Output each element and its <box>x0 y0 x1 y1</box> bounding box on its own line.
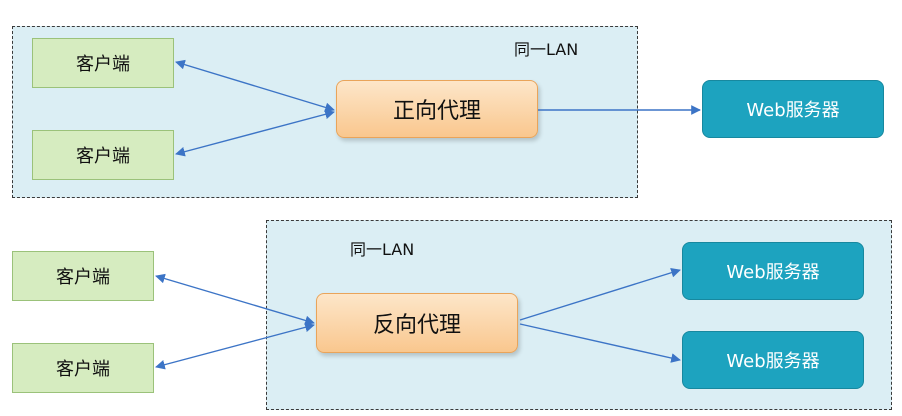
edge-reverse-client2-proxy <box>155 322 315 370</box>
forward-lan-label: 同一LAN <box>514 40 579 59</box>
forward-client-2: 客户端 <box>32 130 174 180</box>
forward-proxy-node: 正向代理 <box>336 80 538 138</box>
forward-web-server: Web服务器 <box>702 80 884 138</box>
edge-forward-client2-proxy <box>175 109 335 157</box>
forward-client-1: 客户端 <box>32 38 174 88</box>
reverse-proxy-node: 反向代理 <box>316 293 518 353</box>
reverse-lan-label: 同一LAN <box>350 240 415 259</box>
reverse-client-1: 客户端 <box>12 251 154 301</box>
edge-forward-client1-proxy <box>175 59 335 113</box>
edge-reverse-proxy-server1 <box>519 267 681 321</box>
edge-reverse-client1-proxy <box>155 273 315 326</box>
reverse-web-server-2: Web服务器 <box>682 331 864 389</box>
reverse-client-2: 客户端 <box>12 343 154 393</box>
edge-reverse-proxy-server2 <box>519 323 681 363</box>
reverse-web-server-1: Web服务器 <box>682 242 864 300</box>
